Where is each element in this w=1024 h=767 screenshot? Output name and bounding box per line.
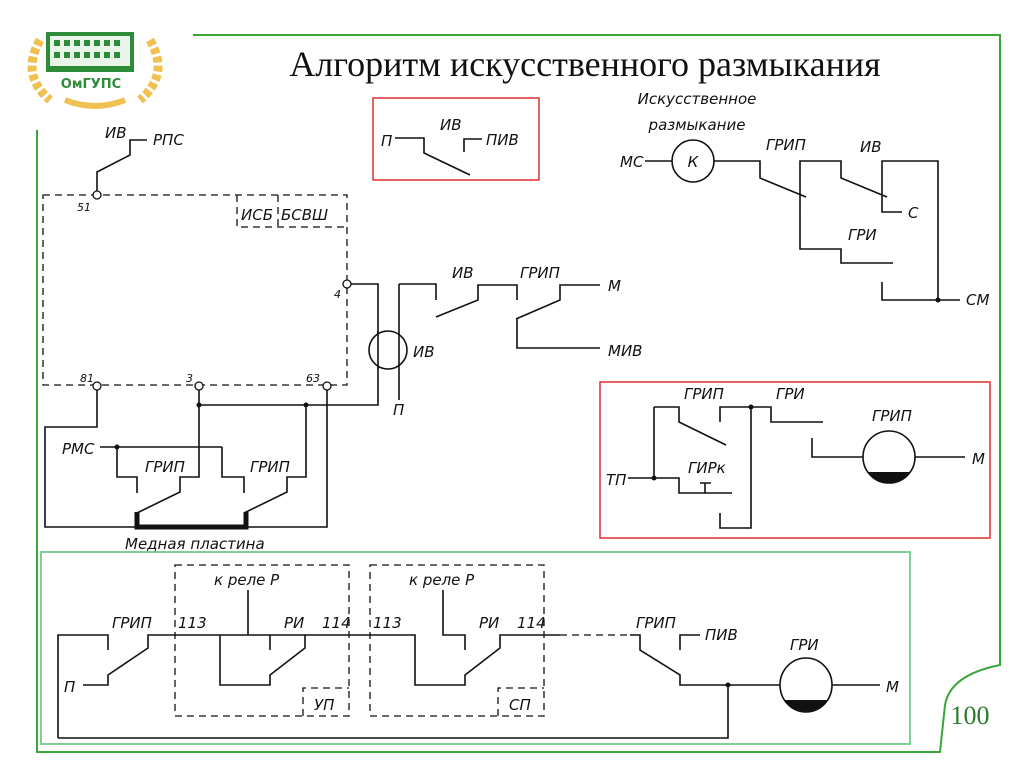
label-63: 63: [306, 372, 320, 385]
terminal-4: [342, 279, 352, 289]
isb-unit-box: [42, 194, 348, 386]
label-113: 113: [373, 614, 402, 632]
k-relay-symbol: [671, 139, 715, 183]
page-number: 100: [951, 701, 990, 730]
label-ri: РИ: [284, 614, 304, 632]
copper-plate: [134, 512, 249, 530]
label-piv: ПИВ: [486, 131, 519, 149]
label-up: УП: [314, 696, 334, 714]
label-grip-2: ГРИП: [636, 614, 676, 632]
label-copper-plate: Медная пластина: [125, 535, 265, 553]
caption-line-1: Искусственное: [638, 90, 757, 108]
label-iv: ИВ: [860, 138, 882, 156]
omgups-logo: ОмГУПС: [27, 32, 163, 109]
label-gri-lamp: ГРИ: [790, 636, 819, 654]
label-c: С: [908, 204, 919, 222]
label-grip: ГРИП: [766, 136, 806, 154]
terminal-51: [92, 190, 102, 200]
label-rms: РМС: [62, 440, 95, 458]
gri-lamp: [779, 657, 833, 713]
label-iv: ИВ: [105, 124, 127, 142]
label-grip-1: ГРИП: [112, 614, 152, 632]
label-ms: МС: [620, 153, 644, 171]
slide-frame: [36, 34, 1001, 753]
label-grip-2: ГРИП: [250, 458, 290, 476]
label-miv: МИВ: [608, 342, 642, 360]
label-sp: СП: [509, 696, 531, 714]
sp-block: [369, 564, 545, 717]
label-gri: ГРИ: [848, 226, 877, 244]
highlight-box-2: ГРИП ГРИ ТП ГИРк ГРИП М: [599, 381, 991, 539]
caption-line-2: размыкание: [648, 116, 746, 134]
iv-relay-symbol: [368, 330, 408, 370]
label-tp: ТП: [606, 471, 626, 489]
label-k-rele: к реле Р: [409, 571, 475, 589]
label-k: К: [688, 153, 700, 171]
label-iv-contact: ИВ: [452, 264, 474, 282]
label-p: П: [64, 678, 75, 696]
label-81: 81: [80, 372, 94, 385]
terminal-81: [92, 381, 102, 391]
terminal-3: [194, 381, 204, 391]
terminal-63: [322, 381, 332, 391]
label-bsvsh: БСВШ: [281, 206, 328, 224]
highlight-box-1: П ИВ ПИВ: [372, 97, 540, 181]
label-grip-lamp: ГРИП: [872, 407, 912, 425]
up-block: [174, 564, 350, 717]
label-iv-relay: ИВ: [413, 343, 435, 361]
label-sm: СМ: [966, 291, 989, 309]
logo-text: ОмГУПС: [61, 77, 121, 92]
bottom-circuit: П ГРИП 113 к реле Р РИ 114 УП 113 к реле…: [57, 564, 899, 739]
label-grip: ГРИП: [684, 385, 724, 403]
label-grip-1: ГРИП: [145, 458, 185, 476]
label-m: М: [886, 678, 899, 696]
isb-bsvsh-circuit: ИВ РПС ИСБ БСВШ 51 4 81 3 63 ИВ П ИВ ГРИ…: [42, 124, 642, 553]
label-p: П: [381, 132, 392, 150]
label-m: М: [608, 277, 621, 295]
label-3: 3: [186, 372, 193, 385]
label-k-rele: к реле Р: [214, 571, 280, 589]
label-grip-contact: ГРИП: [520, 264, 560, 282]
label-iv: ИВ: [440, 116, 462, 134]
label-114: 114: [517, 614, 546, 632]
label-ri: РИ: [479, 614, 499, 632]
label-piv: ПИВ: [705, 626, 738, 644]
label-113: 113: [178, 614, 207, 632]
label-m: М: [972, 450, 985, 468]
label-51: 51: [77, 201, 91, 214]
label-4: 4: [334, 288, 341, 301]
label-p: П: [393, 401, 404, 419]
label-114: 114: [322, 614, 351, 632]
grip-lamp: [862, 430, 916, 484]
label-gri: ГРИ: [776, 385, 805, 403]
artificial-release-circuit: Искусственное размыкание МС К ГРИП ИВ С …: [620, 90, 989, 309]
label-isb: ИСБ: [241, 206, 273, 224]
slide-title: Алгоритм искусственного размыкания: [289, 44, 880, 84]
label-girk: ГИРк: [688, 459, 726, 477]
label-rps: РПС: [153, 131, 184, 149]
